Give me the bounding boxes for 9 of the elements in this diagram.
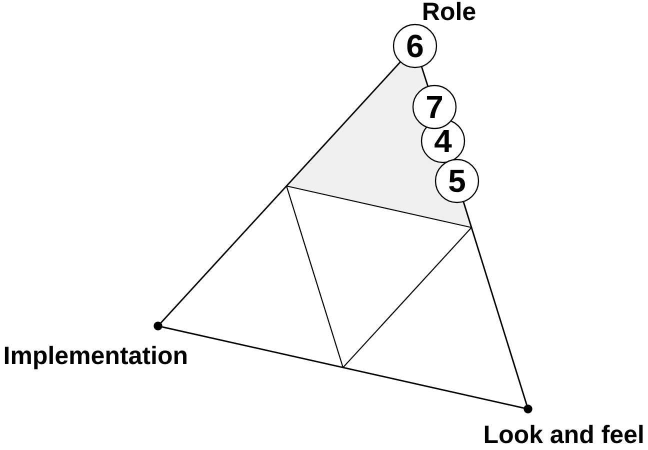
triangle-side <box>421 66 429 87</box>
vertex-label: Role <box>424 2 476 20</box>
vertex-dot <box>524 404 532 414</box>
vertex-label: Look and feel <box>484 424 643 444</box>
vertex-dot <box>154 322 162 330</box>
triangle-side <box>160 62 401 324</box>
vertex-label: Implementation <box>4 346 186 370</box>
triangle-side <box>162 326 524 409</box>
triangle-side <box>462 201 528 406</box>
